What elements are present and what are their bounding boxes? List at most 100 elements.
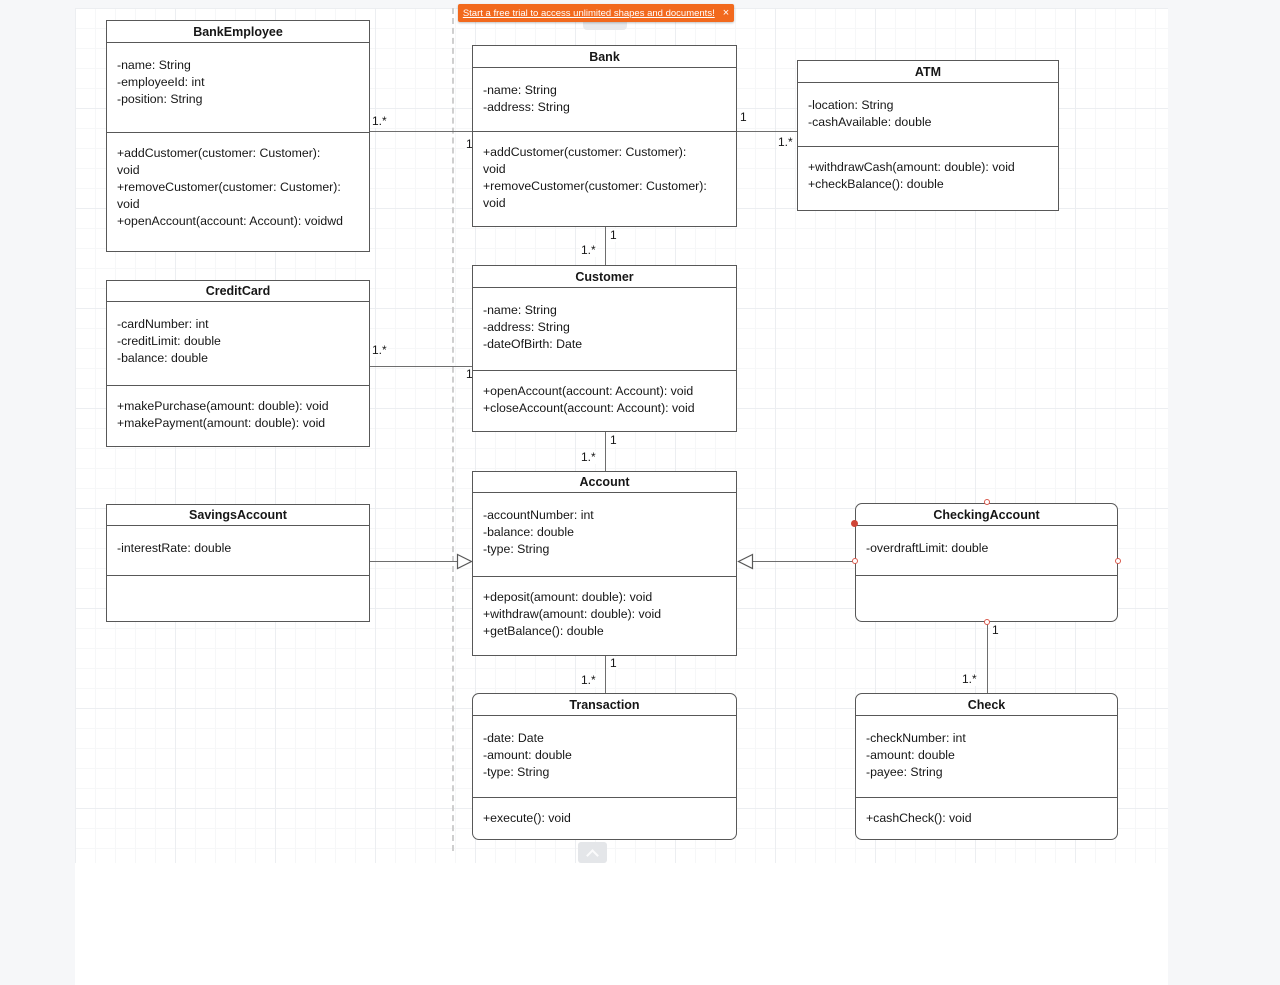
attribute-line: -accountNumber: int	[483, 508, 594, 522]
class-title: Check	[856, 694, 1117, 716]
method-line: +withdrawCash(amount: double): void	[808, 160, 1015, 174]
connection-point-bottom[interactable]	[984, 619, 990, 625]
class-box-customer[interactable]: Customer -name: String -address: String …	[472, 265, 737, 432]
generalization-arrow-right-icon	[456, 553, 473, 570]
multiplicity-label[interactable]: 1.*	[371, 343, 388, 357]
class-title: BankEmployee	[107, 21, 369, 43]
multiplicity-label[interactable]: 1	[991, 623, 1000, 637]
class-title: CheckingAccount	[856, 504, 1117, 526]
method-line: +addCustomer(customer: Customer): void	[117, 146, 321, 177]
multiplicity-label[interactable]: 1	[465, 137, 474, 151]
methods-section: +cashCheck(): void	[856, 798, 1117, 839]
method-line: +deposit(amount: double): void	[483, 590, 653, 604]
attributes-section: -accountNumber: int -balance: double -ty…	[473, 493, 736, 577]
method-line: +withdraw(amount: double): void	[483, 607, 662, 621]
attribute-line: -checkNumber: int	[866, 731, 966, 745]
attributes-section: -interestRate: double	[107, 526, 369, 576]
attribute-line: -location: String	[808, 98, 894, 112]
attribute-line: -type: String	[483, 765, 550, 779]
class-title: ATM	[798, 61, 1058, 83]
trial-banner: Start a free trial to access unlimited s…	[458, 4, 734, 22]
attribute-line: -address: String	[483, 320, 570, 334]
methods-section: +withdrawCash(amount: double): void +che…	[798, 147, 1058, 210]
attribute-line: -address: String	[483, 100, 570, 114]
methods-section: +addCustomer(customer: Customer): void +…	[107, 133, 369, 251]
multiplicity-label[interactable]: 1	[465, 367, 474, 381]
class-box-checkingaccount[interactable]: CheckingAccount -overdraftLimit: double	[855, 503, 1118, 622]
multiplicity-label[interactable]: 1	[739, 110, 748, 124]
attribute-line: -cashAvailable: double	[808, 115, 932, 129]
edge-customer-account[interactable]	[605, 432, 606, 471]
scroll-up-button[interactable]	[578, 842, 607, 863]
attribute-line: -cardNumber: int	[117, 317, 209, 331]
fixed-anchor-point[interactable]	[851, 520, 858, 527]
multiplicity-label[interactable]: 1.*	[371, 114, 388, 128]
multiplicity-label[interactable]: 1.*	[961, 672, 978, 686]
connection-point-right[interactable]	[1115, 558, 1121, 564]
chevron-up-icon	[586, 849, 599, 862]
attribute-line: -amount: double	[483, 748, 572, 762]
edge-endpoint-marker[interactable]	[852, 558, 858, 564]
method-line: +removeCustomer(customer: Customer): voi…	[483, 179, 707, 210]
attribute-line: -overdraftLimit: double	[866, 541, 989, 555]
attribute-line: -dateOfBirth: Date	[483, 337, 583, 351]
attribute-line: -name: String	[483, 83, 557, 97]
multiplicity-label[interactable]: 1	[609, 656, 618, 670]
attributes-section: -overdraftLimit: double	[856, 526, 1117, 576]
attributes-section: -name: String -employeeId: int -position…	[107, 43, 369, 133]
methods-section: +deposit(amount: double): void +withdraw…	[473, 577, 736, 655]
methods-section: +makePurchase(amount: double): void +mak…	[107, 386, 369, 446]
attribute-line: -employeeId: int	[117, 75, 205, 89]
edge-bankemployee-bank[interactable]	[370, 131, 472, 132]
edge-savingsaccount-account[interactable]	[370, 561, 458, 562]
banner-close-icon[interactable]: ×	[722, 6, 730, 19]
method-line: +cashCheck(): void	[866, 811, 972, 825]
class-box-savingsaccount[interactable]: SavingsAccount -interestRate: double	[106, 504, 370, 622]
multiplicity-label[interactable]: 1	[609, 433, 618, 447]
attributes-section: -name: String -address: String -dateOfBi…	[473, 288, 736, 371]
edge-bank-atm[interactable]	[737, 131, 797, 132]
multiplicity-label[interactable]: 1	[609, 228, 618, 242]
attribute-line: -balance: double	[483, 525, 574, 539]
edge-account-transaction[interactable]	[605, 656, 606, 693]
connection-point-top[interactable]	[984, 499, 990, 505]
method-line: +makePayment(amount: double): void	[117, 416, 326, 430]
class-box-check[interactable]: Check -checkNumber: int -amount: double …	[855, 693, 1118, 840]
attribute-line: -type: String	[483, 542, 550, 556]
trial-banner-link[interactable]: Start a free trial to access unlimited s…	[462, 7, 715, 19]
method-line: +openAccount(account: Account): void	[483, 384, 694, 398]
class-box-creditcard[interactable]: CreditCard -cardNumber: int -creditLimit…	[106, 280, 370, 447]
edge-checkingaccount-account[interactable]	[752, 561, 855, 562]
methods-section: +openAccount(account: Account): void +cl…	[473, 371, 736, 431]
class-title: Account	[473, 472, 736, 493]
class-box-atm[interactable]: ATM -location: String -cashAvailable: do…	[797, 60, 1059, 211]
attribute-line: -name: String	[483, 303, 557, 317]
class-title: SavingsAccount	[107, 505, 369, 526]
class-box-account[interactable]: Account -accountNumber: int -balance: do…	[472, 471, 737, 656]
multiplicity-label[interactable]: 1.*	[580, 450, 597, 464]
method-line: +execute(): void	[483, 811, 571, 825]
attributes-section: -cardNumber: int -creditLimit: double -b…	[107, 302, 369, 386]
methods-section: +execute(): void	[473, 798, 736, 839]
method-line: +addCustomer(customer: Customer): void	[483, 145, 687, 176]
multiplicity-label[interactable]: 1.*	[777, 135, 794, 149]
attribute-line: -payee: String	[866, 765, 943, 779]
multiplicity-label[interactable]: 1.*	[580, 673, 597, 687]
attribute-line: -creditLimit: double	[117, 334, 221, 348]
class-box-bank[interactable]: Bank -name: String -address: String +add…	[472, 45, 737, 227]
class-box-transaction[interactable]: Transaction -date: Date -amount: double …	[472, 693, 737, 840]
class-title: CreditCard	[107, 281, 369, 302]
attribute-line: -name: String	[117, 58, 191, 72]
class-box-bankemployee[interactable]: BankEmployee -name: String -employeeId: …	[106, 20, 370, 252]
edge-creditcard-customer[interactable]	[370, 366, 472, 367]
class-title: Transaction	[473, 694, 736, 716]
methods-section: +addCustomer(customer: Customer): void +…	[473, 132, 736, 226]
method-line: +openAccount(account: Account): voidwd	[117, 214, 343, 228]
methods-section	[856, 576, 1117, 621]
generalization-arrow-left-icon	[737, 553, 754, 570]
multiplicity-label[interactable]: 1.*	[580, 243, 597, 257]
attribute-line: -balance: double	[117, 351, 208, 365]
edge-bank-customer[interactable]	[605, 227, 606, 265]
attribute-line: -position: String	[117, 92, 203, 106]
edge-checkingaccount-check[interactable]	[987, 622, 988, 693]
